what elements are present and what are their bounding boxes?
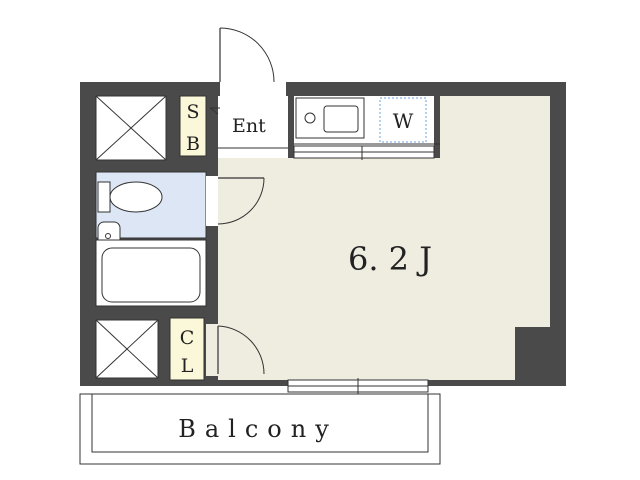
sink-basin: [323, 105, 359, 133]
storage-bottom-left-x2: [95, 319, 159, 379]
washer-label: W: [393, 109, 414, 133]
bathtub: [101, 247, 201, 303]
toilet-bowl: [109, 181, 163, 213]
toilet-tank: [97, 181, 111, 213]
storage-top-left-x2: [95, 95, 167, 161]
entrance-label: Ent: [232, 115, 266, 137]
bath-door-arc: [217, 177, 265, 225]
washbasin-drain: [105, 233, 111, 239]
shoe-box: [179, 95, 207, 157]
main-room-floor: [218, 96, 550, 380]
closet-door-opening: [206, 324, 218, 376]
balcony-label: Balcony: [178, 415, 338, 443]
bath-door-opening: [206, 176, 218, 226]
entrance-door-opening: [220, 82, 286, 96]
shoe-box-label-b: B: [186, 133, 200, 155]
shoe-box-label-s: S: [186, 101, 199, 123]
closet-door-arc: [217, 325, 265, 375]
entrance-inner-door: [209, 107, 220, 115]
stove-icon: [304, 112, 316, 124]
closet-label-l: L: [181, 355, 194, 377]
closet-label-c: C: [180, 327, 195, 349]
balcony-rail: [91, 393, 429, 453]
closet: [169, 317, 205, 381]
kitchen-sink-unit: [295, 97, 365, 139]
entrance-door-arc: [219, 27, 275, 83]
room-size-label: 6. 2 J: [348, 240, 432, 278]
washer-space: [379, 97, 427, 143]
